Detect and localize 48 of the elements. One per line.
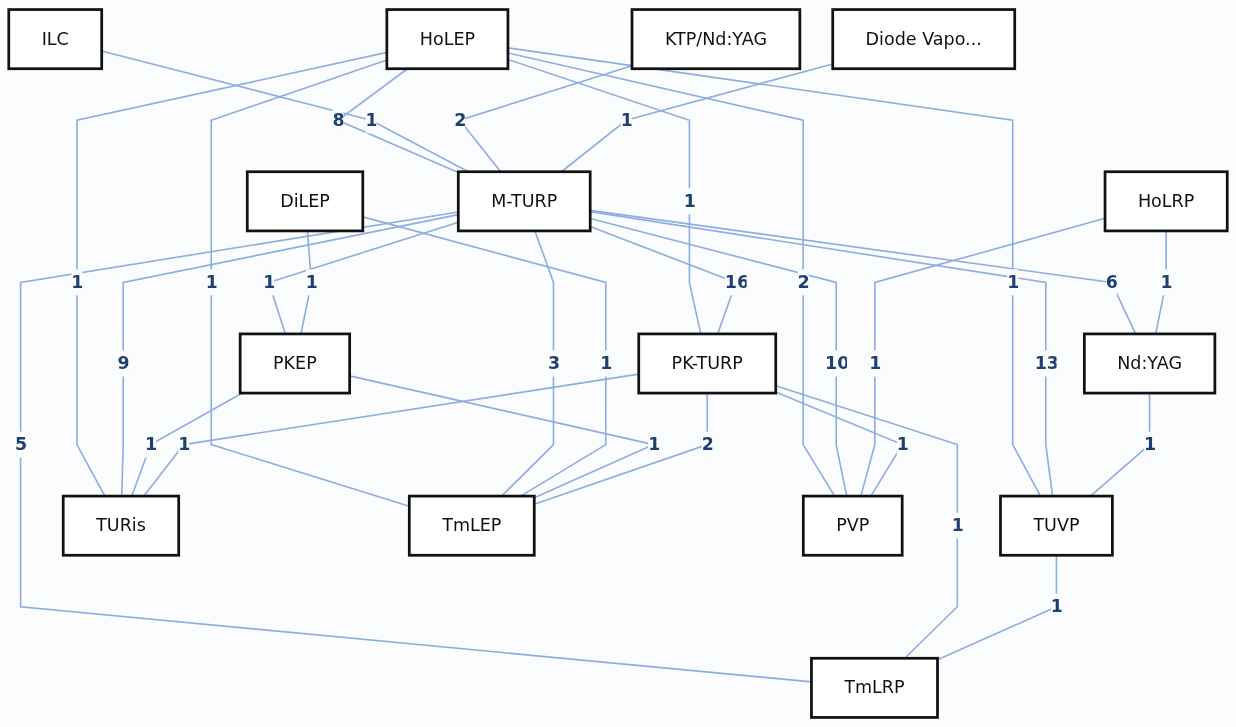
edge-label: 8 [332, 109, 345, 131]
node-box: HoLEP [385, 8, 510, 71]
connector [860, 217, 1106, 497]
edge-label: 1 [951, 514, 964, 536]
node-box: PK-TURP [637, 332, 778, 395]
edge-label: 1 [145, 433, 158, 455]
node-box: ILC [7, 8, 104, 71]
node-box: HoLRP [1103, 170, 1229, 233]
edge-label: 2 [797, 271, 810, 293]
edge-label: 2 [454, 109, 467, 131]
node-box: Nd:YAG [1082, 332, 1217, 395]
connector [507, 47, 1042, 497]
node-box: Diode Vapo... [831, 8, 1017, 71]
edge-label: 1 [1160, 271, 1173, 293]
node-box: PVP [801, 494, 904, 557]
edge-label: 1 [869, 352, 882, 374]
edge-label: 1 [600, 352, 613, 374]
connector [507, 52, 836, 497]
edge-label: 13 [1034, 352, 1060, 374]
edge-label: 1 [620, 109, 633, 131]
node-box: KTP/Nd:YAG [630, 8, 802, 71]
connector [131, 392, 244, 497]
edge-label: 1 [896, 433, 909, 455]
edge-label: 1 [178, 433, 191, 455]
edge-label: 1 [71, 271, 84, 293]
node-box: TmLEP [407, 494, 536, 557]
node-box: TUVP [999, 494, 1114, 557]
edge-label: 1 [648, 433, 661, 455]
edge-label: 6 [1105, 271, 1119, 293]
edge-label: 9 [117, 352, 130, 374]
edge-label: 1 [263, 271, 276, 293]
edge-label: 1 [305, 271, 319, 293]
edge-label: 1 [365, 109, 378, 131]
edge-label: 1 [205, 271, 218, 293]
node-box: TmLRP [810, 656, 939, 719]
connector [362, 216, 607, 497]
edge-label: 1 [1007, 271, 1020, 293]
edge-label: 3 [547, 352, 561, 374]
node-box: M-TURP [456, 170, 592, 233]
node-box: TURis [61, 494, 181, 557]
edge-label: 5 [15, 433, 28, 455]
edge-label: 1 [1050, 595, 1064, 617]
edge-label: 1 [683, 190, 697, 212]
node-box: DiLEP [245, 170, 365, 233]
edge-label: 1 [1144, 433, 1157, 455]
connector [500, 230, 555, 497]
edge-label: 2 [701, 433, 714, 455]
node-box: PKEP [238, 332, 351, 395]
